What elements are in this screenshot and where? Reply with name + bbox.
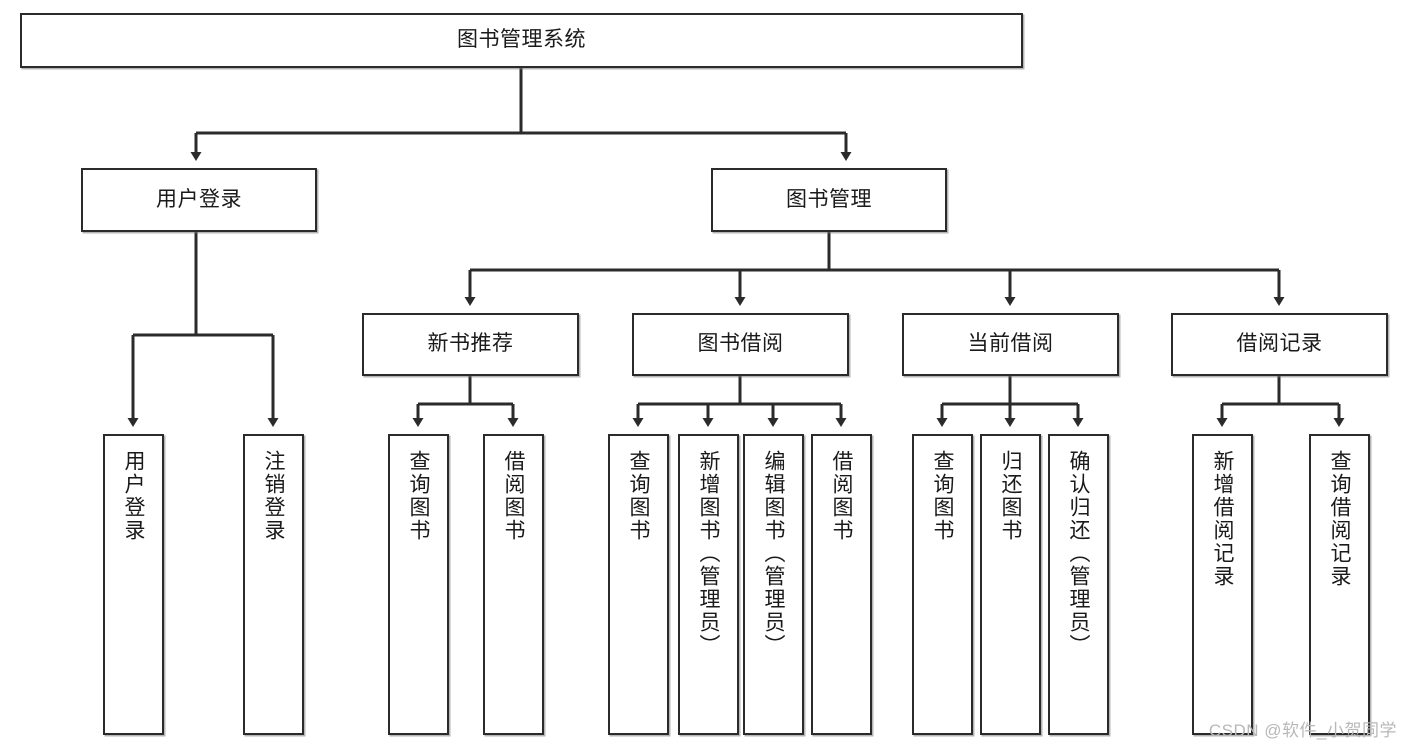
watermark-text: CSDN @软件_小贺同学 bbox=[1208, 721, 1397, 740]
node-label: 新增借阅记录 bbox=[1211, 450, 1234, 588]
node-root-system[interactable]: 图书管理系统 bbox=[20, 13, 1023, 68]
leaf-logout[interactable]: 注销登录 bbox=[243, 434, 304, 735]
node-label: 当前借阅 bbox=[967, 332, 1054, 356]
node-borrow-record[interactable]: 借阅记录 bbox=[1171, 313, 1388, 376]
leaf-query-book-recommend[interactable]: 查询图书 bbox=[388, 434, 449, 735]
node-label: 编辑图书（管理员） bbox=[762, 450, 785, 657]
node-label: 借阅图书 bbox=[830, 450, 853, 542]
leaf-add-book-admin[interactable]: 新增图书（管理员） bbox=[678, 434, 739, 735]
leaf-borrow-book-recommend[interactable]: 借阅图书 bbox=[483, 434, 544, 735]
node-label: 确认归还（管理员） bbox=[1067, 450, 1090, 657]
node-book-borrow[interactable]: 图书借阅 bbox=[632, 313, 849, 376]
leaf-query-borrow-record[interactable]: 查询借阅记录 bbox=[1309, 434, 1370, 735]
node-label: 查询图书 bbox=[627, 450, 650, 542]
node-label: 查询图书 bbox=[931, 450, 954, 542]
node-user-login[interactable]: 用户登录 bbox=[81, 168, 317, 232]
node-label: 用户登录 bbox=[122, 450, 145, 542]
node-current-borrow[interactable]: 当前借阅 bbox=[902, 313, 1119, 376]
leaf-query-book-borrow[interactable]: 查询图书 bbox=[608, 434, 669, 735]
node-label: 借阅记录 bbox=[1236, 332, 1323, 356]
node-new-book-recommend[interactable]: 新书推荐 bbox=[362, 313, 579, 376]
node-label: 图书借阅 bbox=[697, 332, 784, 356]
leaf-confirm-return-admin[interactable]: 确认归还（管理员） bbox=[1048, 434, 1109, 735]
node-label: 图书管理 bbox=[786, 187, 872, 211]
leaf-add-borrow-record[interactable]: 新增借阅记录 bbox=[1192, 434, 1253, 735]
leaf-borrow-book[interactable]: 借阅图书 bbox=[811, 434, 872, 735]
node-label: 查询图书 bbox=[407, 450, 430, 542]
leaf-edit-book-admin[interactable]: 编辑图书（管理员） bbox=[743, 434, 804, 735]
node-label: 用户登录 bbox=[156, 187, 242, 211]
leaf-return-book[interactable]: 归还图书 bbox=[980, 434, 1041, 735]
node-label: 注销登录 bbox=[262, 450, 285, 542]
node-label: 借阅图书 bbox=[502, 450, 525, 542]
node-label: 图书管理系统 bbox=[457, 28, 586, 52]
leaf-user-login[interactable]: 用户登录 bbox=[103, 434, 164, 735]
node-label: 查询借阅记录 bbox=[1328, 450, 1351, 588]
node-label: 归还图书 bbox=[999, 450, 1022, 542]
node-label: 新书推荐 bbox=[427, 332, 514, 356]
node-book-management[interactable]: 图书管理 bbox=[711, 168, 947, 232]
node-label: 新增图书（管理员） bbox=[697, 450, 720, 657]
leaf-query-book-current[interactable]: 查询图书 bbox=[912, 434, 973, 735]
